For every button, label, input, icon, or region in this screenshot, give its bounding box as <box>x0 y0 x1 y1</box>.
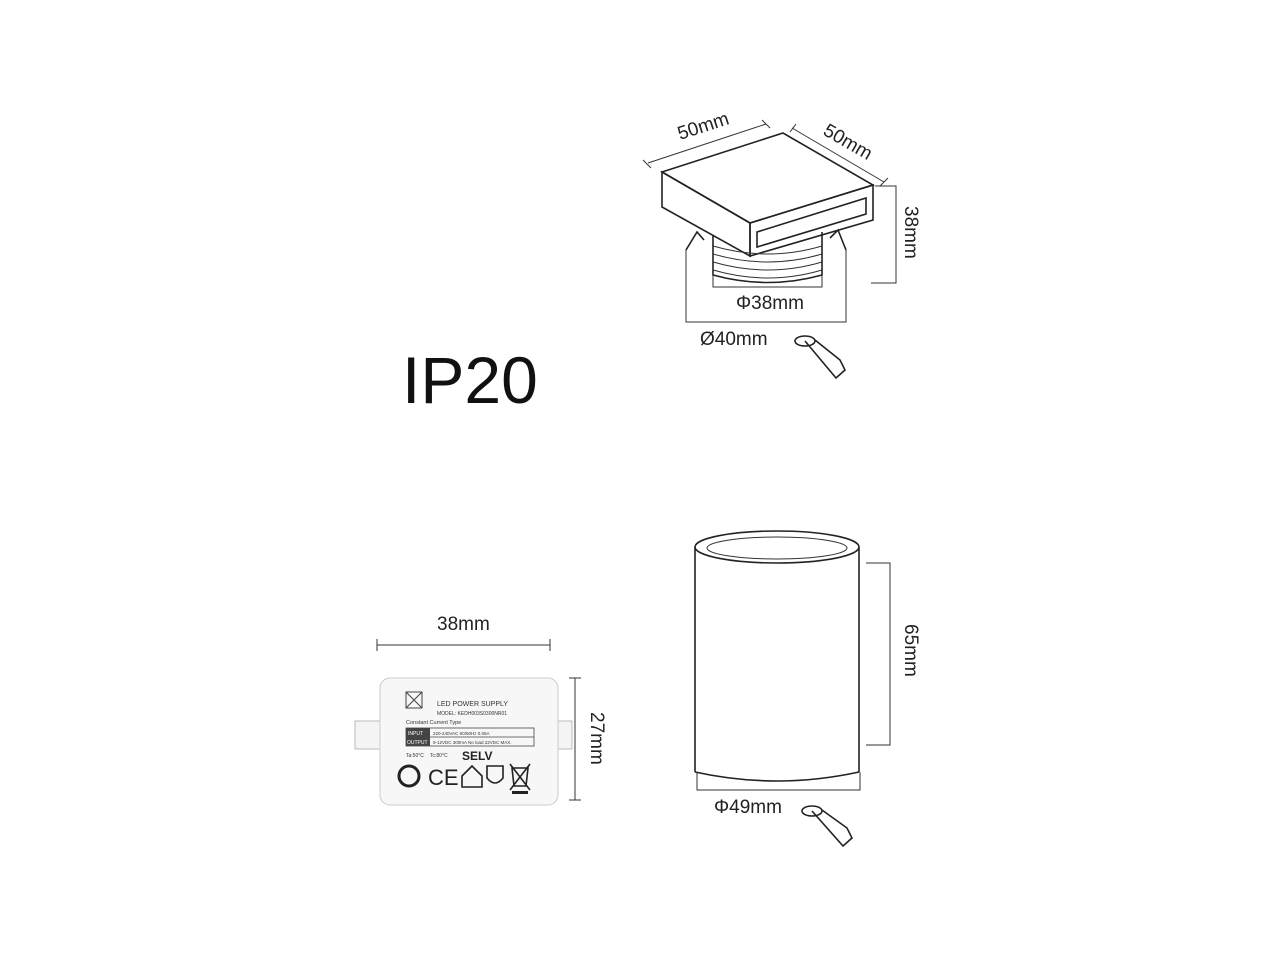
round-fixture-drawing: 65mm Φ49mm <box>694 530 921 848</box>
psu-model: MODEL: KEDH003S0300NR01 <box>437 711 507 717</box>
psu-output-label: OUTPUT <box>407 740 428 746</box>
indoor-use-icon <box>461 764 483 788</box>
thread-diameter-label: Φ38mm <box>736 293 804 314</box>
square-fixture-drawing: 50mm 50mm 38mm Φ38mm Ø40mm <box>642 108 921 380</box>
power-supply-drawing: 38mm 27mm LED POWER SUPPLY MODEL: KEDH00… <box>354 614 607 806</box>
square-height-label: 38mm <box>900 206 921 259</box>
cutout-diameter-label: Ø40mm <box>700 329 768 350</box>
psu-type: Constant Current Type <box>406 720 461 726</box>
spring-clip-icon <box>794 335 846 380</box>
spring-clip-icon <box>801 805 853 848</box>
square-width-label: 50mm <box>675 108 732 144</box>
psu-height-label: 27mm <box>586 712 607 765</box>
psu-tc: Tc:80°C <box>430 753 448 759</box>
ip-rating: IP20 <box>402 343 538 417</box>
psu-selv: SELV <box>462 749 492 763</box>
certification-mark-icon <box>397 764 421 788</box>
psu-input-value: 220-240VAC 50/60Hz 0.06A <box>433 731 489 736</box>
psu-input-label: INPUT <box>408 731 423 737</box>
round-height-label: 65mm <box>900 624 921 677</box>
weee-bin-icon <box>509 763 531 794</box>
psu-output-value: 9-12VDC 300mA No load 22VDC MAX. <box>433 740 512 745</box>
psu-width-label: 38mm <box>437 614 490 635</box>
psu-ta: Ta:50°C <box>406 753 424 759</box>
safety-shield-icon <box>486 765 504 784</box>
psu-title: LED POWER SUPPLY <box>437 701 508 708</box>
round-diameter-label: Φ49mm <box>714 797 782 818</box>
ce-mark: CE <box>428 765 459 790</box>
